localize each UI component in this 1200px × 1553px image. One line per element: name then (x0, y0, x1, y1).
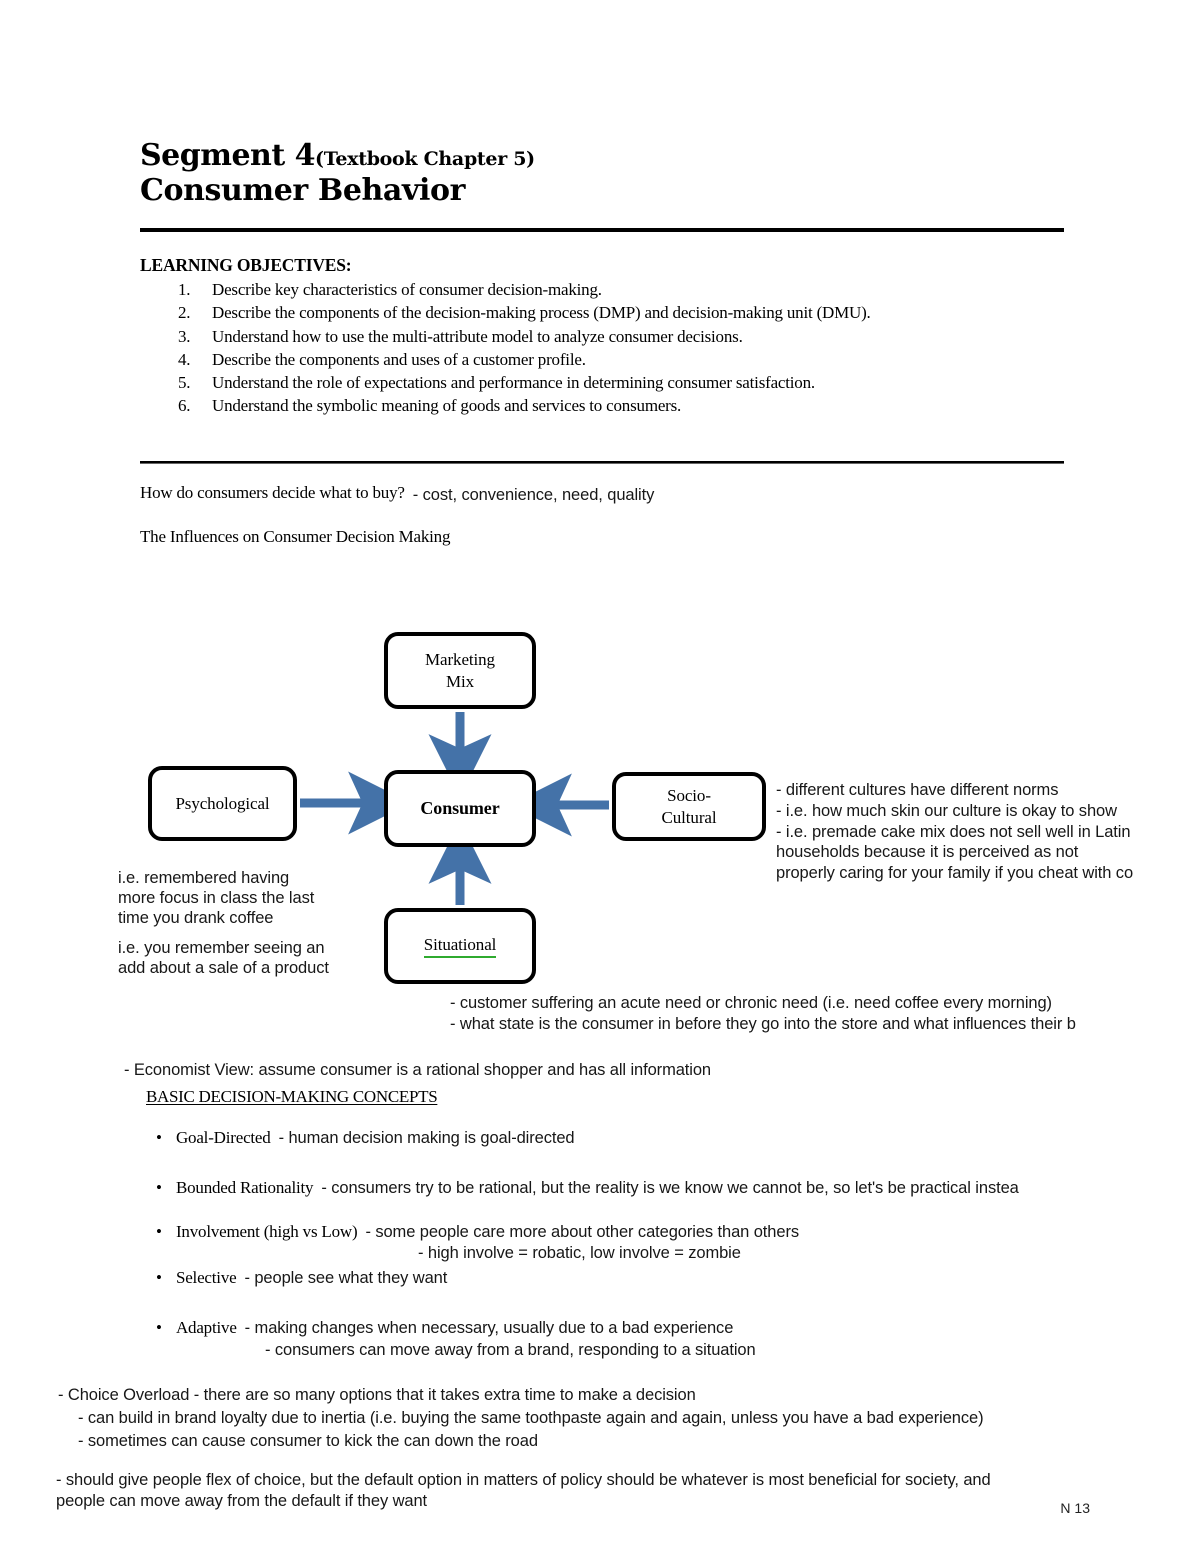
list-item: 4. Describe the components and uses of a … (170, 348, 1050, 371)
learning-objectives-heading: LEARNING OBJECTIVES: (140, 255, 352, 275)
economist-view-note: - Economist View: assume consumer is a r… (124, 1061, 712, 1079)
diagram-box-label: Psychological (175, 793, 270, 813)
title-line-1: Segment 4(Textbook Chapter 5) (140, 140, 1070, 172)
learning-objectives-list: 1. Describe key characteristics of consum… (170, 278, 1050, 418)
list-text: Describe the components and uses of a cu… (212, 349, 586, 369)
list-number: 4. (178, 349, 191, 369)
list-text: Understand the role of expectations and … (212, 373, 815, 393)
involvement-subnote: - high involve = robatic, low involve = … (418, 1244, 741, 1262)
concept-note: - some people care more about other cate… (365, 1223, 799, 1241)
choice-overload-subnote-1: - can build in brand loyalty due to iner… (78, 1409, 984, 1427)
concept-term: Selective (175, 1268, 237, 1287)
bullet-icon: • (156, 1268, 162, 1287)
bullet-icon: • (156, 1222, 162, 1241)
diagram-box-label: Socio- Cultural (661, 786, 717, 827)
header-divider-top (140, 228, 1064, 232)
concept-note: - human decision making is goal-directed (278, 1129, 575, 1147)
diagram-box-situational: Situational (384, 908, 536, 984)
page-marker: N 13 (1060, 1500, 1090, 1516)
concept-bullet-bounded-rationality: • Bounded Rationality - consumers try to… (156, 1178, 1019, 1198)
adaptive-subnote: - consumers can move away from a brand, … (265, 1341, 756, 1359)
concept-term: Adaptive (175, 1318, 237, 1337)
concept-bullet-selective: • Selective - people see what they want (156, 1268, 447, 1288)
annotation-psychological-1: i.e. remembered having more focus in cla… (118, 869, 315, 928)
concept-term: Goal-Directed (175, 1128, 271, 1147)
concept-term: Bounded Rationality (175, 1178, 314, 1197)
annotation-socio-cultural: - different cultures have different norm… (776, 781, 1134, 883)
list-item: 5. Understand the role of expectations an… (170, 371, 1050, 394)
list-number: 3. (178, 326, 191, 346)
influences-heading: The Influences on Consumer Decision Maki… (140, 527, 451, 546)
list-item: 1. Describe key characteristics of consum… (170, 278, 1050, 301)
diagram-box-socio-cultural: Socio- Cultural (612, 772, 766, 841)
list-text: Describe the components of the decision-… (212, 303, 871, 323)
annotation-psychological-2: i.e. you remember seeing an add about a … (118, 939, 329, 978)
concept-note: - consumers try to be rational, but the … (321, 1179, 1019, 1197)
list-text: Understand the symbolic meaning of goods… (212, 396, 682, 416)
choice-overload-note: - Choice Overload - there are so many op… (58, 1386, 696, 1404)
question-text: How do consumers decide what to buy? (140, 483, 405, 502)
diagram-box-psychological: Psychological (148, 766, 297, 841)
concept-term: Involvement (high vs Low) (175, 1222, 358, 1241)
choice-overload-subnote-2: - sometimes can cause consumer to kick t… (78, 1432, 538, 1450)
title-line-2: Consumer Behavior (140, 172, 466, 208)
diagram-box-label: Situational (423, 934, 496, 958)
concept-bullet-adaptive: • Adaptive - making changes when necessa… (156, 1318, 733, 1338)
diagram-box-label: Consumer (420, 798, 500, 819)
list-number: 1. (178, 280, 191, 299)
diagram-box-label: Marketing Mix (425, 650, 495, 691)
list-text: Understand how to use the multi-attribut… (212, 326, 743, 346)
default-policy-note: - should give people flex of choice, but… (56, 1471, 991, 1510)
question-line: How do consumers decide what to buy? - co… (140, 483, 654, 504)
bullet-icon: • (156, 1178, 162, 1197)
title-chapter-ref: (Textbook Chapter 5) (315, 148, 535, 170)
concept-bullet-involvement: • Involvement (high vs Low) - some peopl… (156, 1222, 799, 1242)
list-number: 2. (178, 303, 191, 323)
concept-note: - making changes when necessary, usually… (244, 1319, 734, 1337)
bullet-icon: • (156, 1318, 162, 1337)
list-number: 6. (178, 396, 191, 416)
section-divider (140, 461, 1064, 464)
bullet-icon: • (156, 1128, 162, 1147)
diagram-box-marketing-mix: Marketing Mix (384, 632, 536, 709)
list-number: 5. (178, 373, 191, 393)
concept-note: - people see what they want (244, 1269, 448, 1287)
list-item: 3. Understand how to use the multi-attrib… (170, 325, 1050, 348)
list-item: 6. Understand the symbolic meaning of goo… (170, 394, 1050, 417)
question-answer-annotation: - cost, convenience, need, quality (412, 486, 655, 504)
basic-concepts-heading: BASIC DECISION-MAKING CONCEPTS (146, 1087, 438, 1106)
title-segment: Segment 4 (140, 138, 316, 173)
page-title: Segment 4(Textbook Chapter 5) Consumer B… (140, 140, 1070, 207)
diagram-box-consumer: Consumer (384, 770, 536, 847)
annotation-situational: - customer suffering an acute need or ch… (450, 994, 1076, 1034)
list-item: 2. Describe the components of the decisio… (170, 301, 1050, 324)
concept-bullet-goal-directed: • Goal-Directed - human decision making … (156, 1128, 575, 1148)
list-text: Describe key characteristics of consumer… (212, 280, 602, 299)
